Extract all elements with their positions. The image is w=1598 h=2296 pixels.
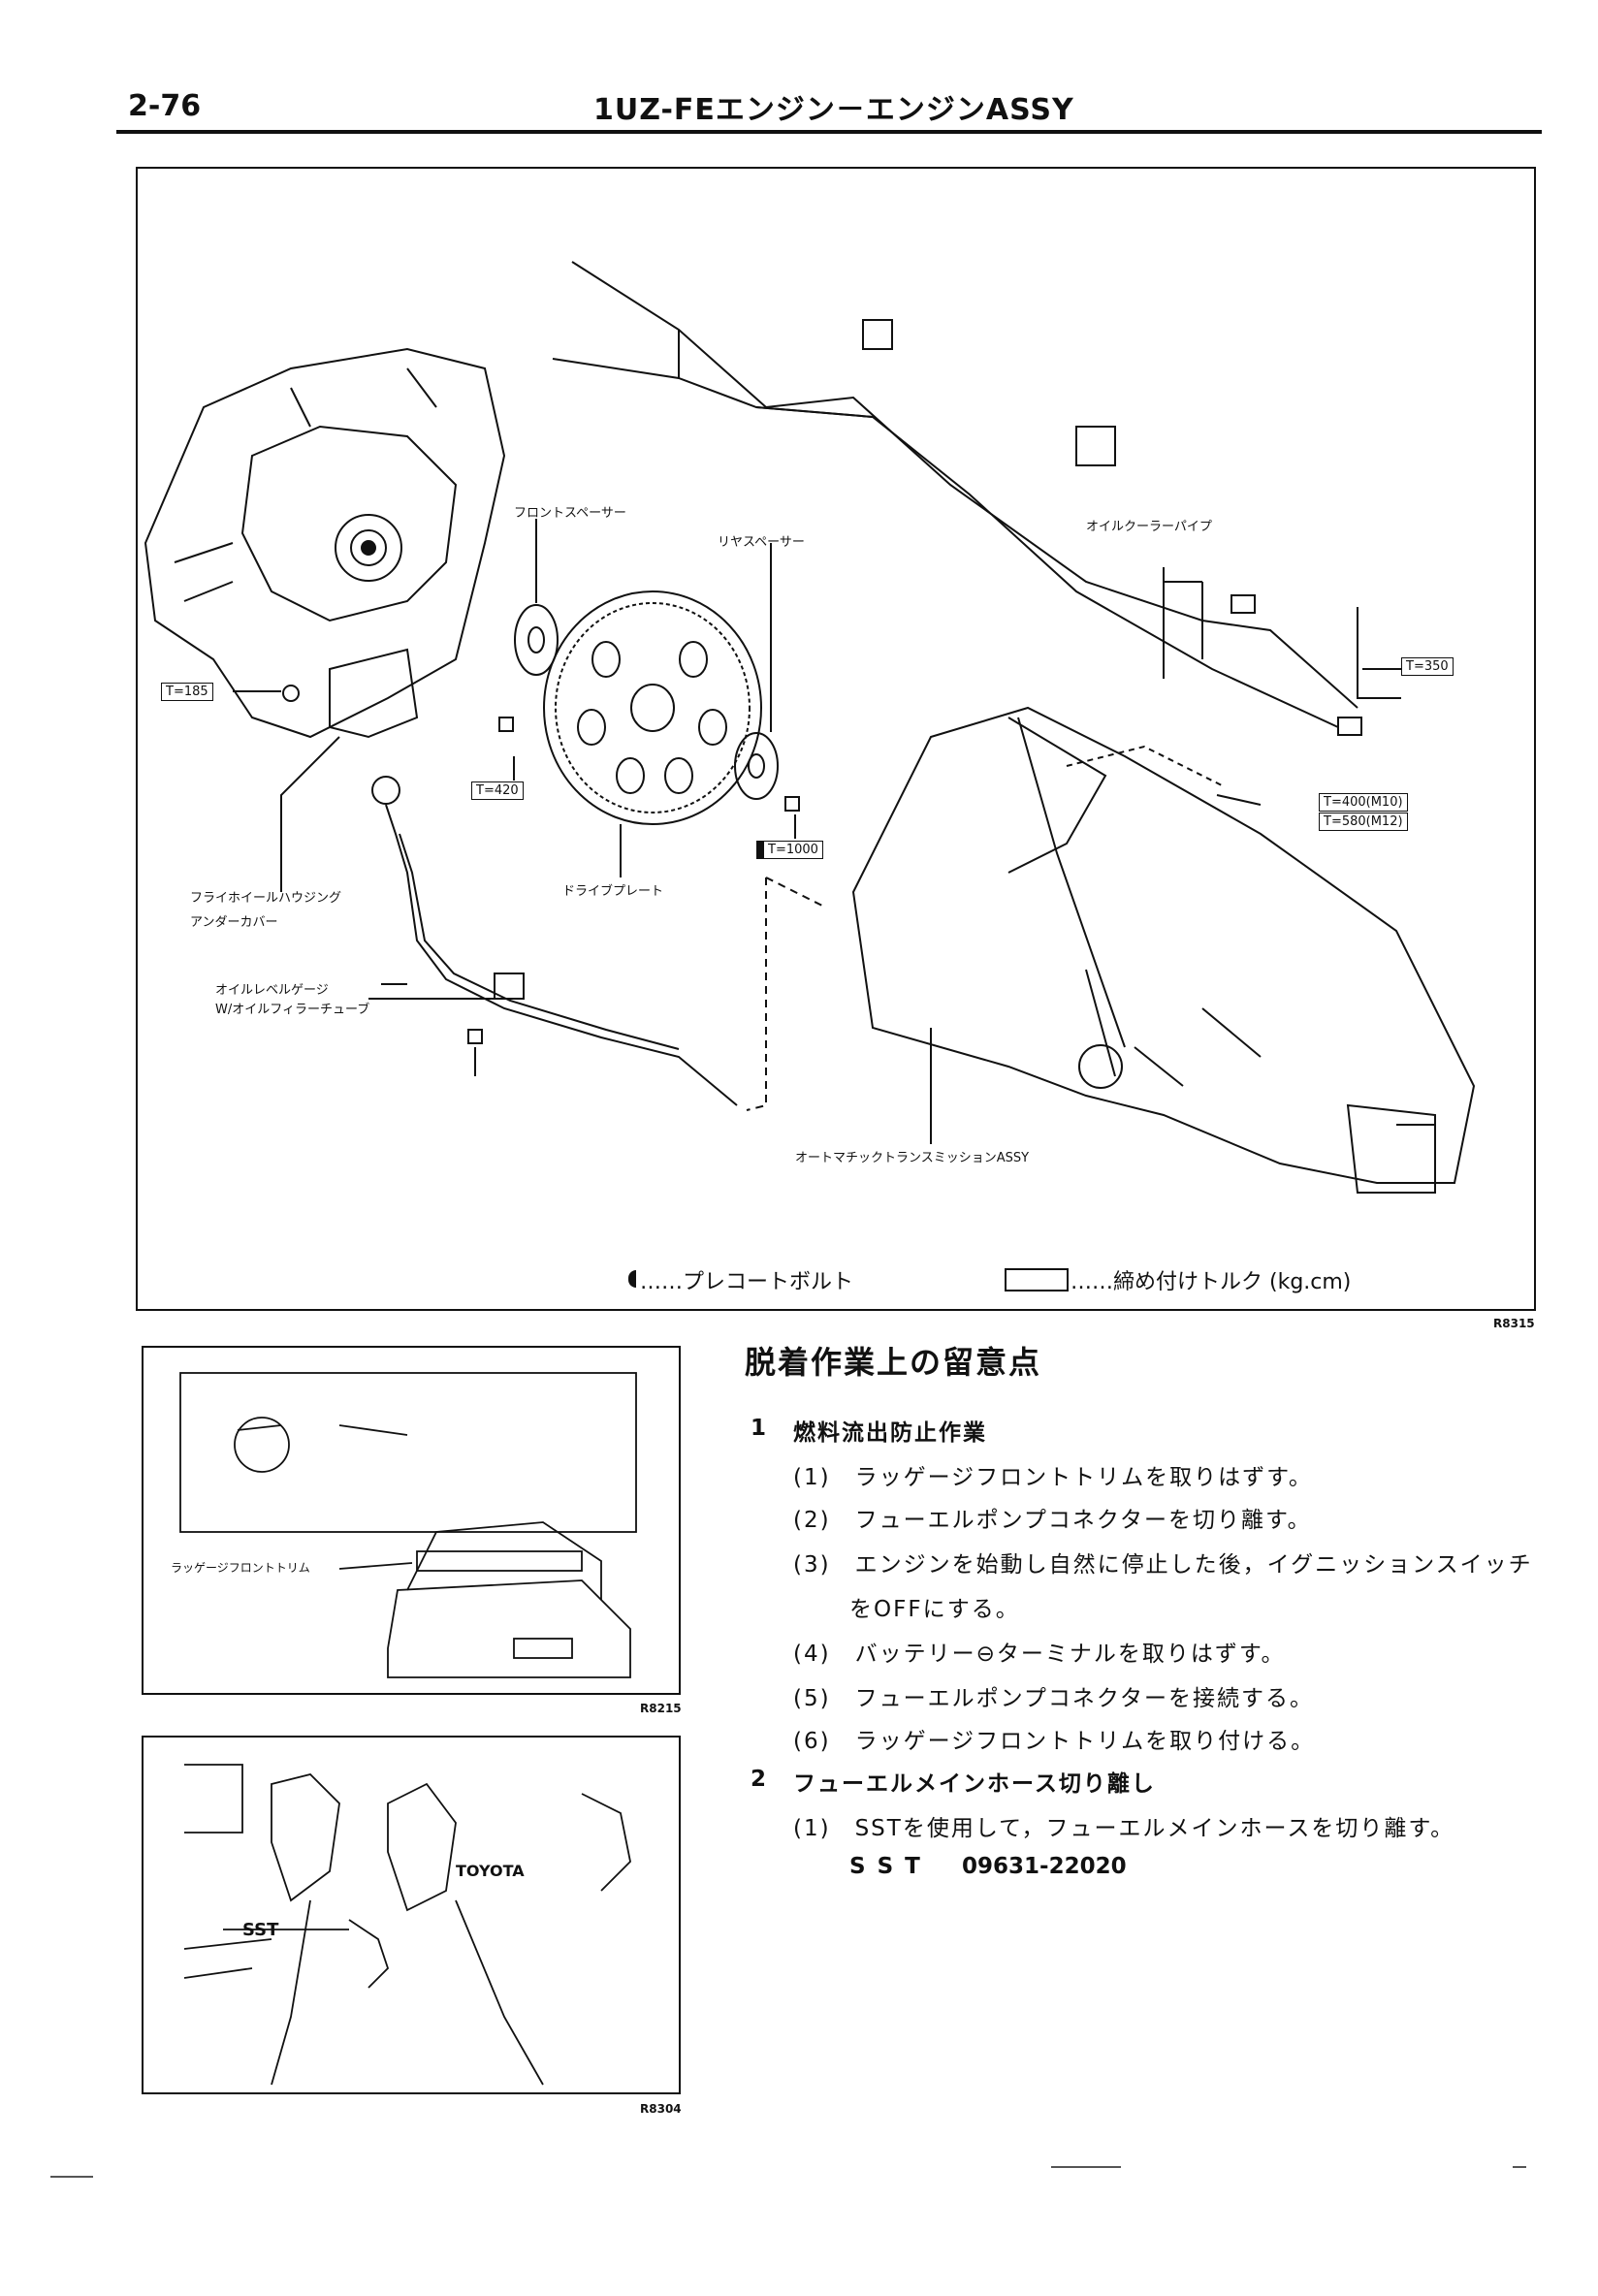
- transmission-illustration: [851, 706, 1476, 1194]
- sst-brand-label: TOYOTA: [456, 1862, 525, 1880]
- engine-block-illustration: [144, 347, 506, 739]
- section-1-step-1: (1) ラッゲージフロントトリムを取りはずす。: [793, 1465, 1313, 1490]
- torque-legend-text: ……締め付けトルク (kg.cm): [1071, 1270, 1352, 1294]
- oil-gauge-label-2: W/オイルフィラーチューブ: [215, 1003, 370, 1017]
- drive-plate-illustration: [543, 590, 762, 877]
- sst-part-label: S S T: [849, 1854, 922, 1879]
- torque-t420: T=420: [471, 781, 524, 800]
- drive-plate-label: ドライブプレート: [562, 884, 664, 899]
- torque-t350: T=350: [1401, 657, 1454, 676]
- precoat-legend-icon: [628, 1270, 636, 1288]
- torque-t1000: T=1000: [756, 841, 823, 859]
- oil-cooler-pipe-label: オイルクーラーパイプ: [1086, 520, 1212, 534]
- section-1-step-3: (3) エンジンを始動し自然に停止した後，イグニッションスイッチ: [793, 1552, 1533, 1578]
- section-2-step-1: (1) SSTを使用して，フューエルメインホースを切り離す。: [793, 1816, 1455, 1841]
- rear-spacer-label: リヤスペーサー: [718, 535, 805, 550]
- bolts-illustration: [467, 717, 800, 1076]
- page-title: 1UZ-FEエンジン－エンジンASSY: [593, 93, 1074, 127]
- section-2-number: 2: [751, 1767, 767, 1792]
- torque-t580: T=580(M12): [1319, 813, 1408, 831]
- torque-legend-box: [1005, 1268, 1069, 1292]
- page-number: 2-76: [128, 89, 202, 123]
- section-1-step-3-cont: をOFFにする。: [849, 1597, 1020, 1622]
- auto-trans-label: オートマチックトランスミッションASSY: [795, 1151, 1030, 1165]
- assembly-dashed-line: [746, 877, 825, 1111]
- oil-gauge-illustration: [368, 776, 738, 1106]
- rear-spacer-illustration: [734, 543, 779, 800]
- oil-gauge-label-1: オイルレベルゲージ: [215, 983, 329, 998]
- section-1-step-6: (6) ラッゲージフロントトリムを取り付ける。: [793, 1729, 1316, 1754]
- oil-cooler-pipe-illustration: [552, 261, 1401, 736]
- footer-mark-left: [50, 2176, 93, 2178]
- section-1-step-4: (4) バッテリー⊖ターミナルを取りはずす。: [793, 1642, 1286, 1667]
- footer-mark-right: [1513, 2166, 1526, 2168]
- header-rule: [116, 130, 1542, 134]
- instructions-title: 脱着作業上の留意点: [745, 1344, 1042, 1381]
- section-1-title: 燃料流出防止作業: [793, 1420, 987, 1446]
- sst-figure-code: R8304: [640, 2102, 682, 2116]
- main-figure-frame: [136, 167, 1536, 1311]
- section-1-number: 1: [751, 1416, 767, 1441]
- torque-t400: T=400(M10): [1319, 793, 1408, 812]
- section-1-step-2: (2) フューエルポンプコネクターを切り離す。: [793, 1508, 1312, 1533]
- front-spacer-label: フロントスペーサー: [514, 506, 626, 521]
- section-1-step-5: (5) フューエルポンプコネクターを接続する。: [793, 1686, 1314, 1711]
- sst-label: SST: [242, 1920, 279, 1940]
- sst-part-code: 09631-22020: [962, 1854, 1127, 1879]
- sst-figure-frame: [142, 1736, 681, 2094]
- luggage-trim-label: ラッゲージフロントトリム: [171, 1561, 310, 1575]
- flywheel-cover-label-2: アンダーカバー: [190, 915, 278, 930]
- luggage-figure-code: R8215: [640, 1702, 682, 1715]
- main-figure-code: R8315: [1493, 1317, 1535, 1330]
- footer-mark-center: [1051, 2166, 1121, 2168]
- flywheel-cover-label-1: フライホイールハウジング: [190, 891, 342, 906]
- torque-t185: T=185: [161, 683, 213, 701]
- front-spacer-illustration: [514, 519, 559, 676]
- precoat-legend-text: ……プレコートボルト: [640, 1270, 854, 1294]
- section-2-title: フューエルメインホース切り離し: [793, 1771, 1156, 1797]
- luggage-figure-frame: [142, 1346, 681, 1695]
